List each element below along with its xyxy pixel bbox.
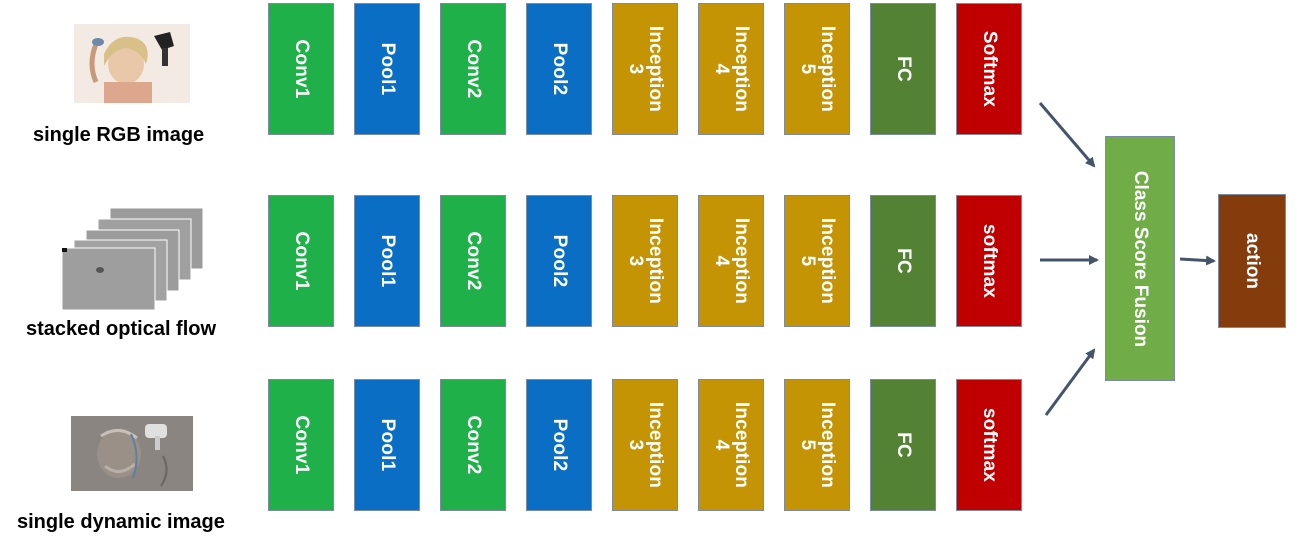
layer-pool-block: Pool1 <box>354 195 420 327</box>
layer-pool-block: Pool1 <box>354 3 420 135</box>
layer-inception-block: Inception 5 <box>784 195 850 327</box>
layer-inception-block: Inception 4 <box>698 3 764 135</box>
layer-softmax-block: Softmax <box>956 3 1022 135</box>
layer-conv-block: Conv1 <box>268 195 334 327</box>
row-caption: stacked optical flow <box>26 318 217 340</box>
layer-inception-block: Inception 3 <box>612 379 678 511</box>
layer-conv-block: Conv2 <box>440 3 506 135</box>
layer-inception-block: Inception 5 <box>784 379 850 511</box>
layer-fc-block: FC <box>870 379 936 511</box>
action-output-block: action <box>1218 194 1286 328</box>
layer-pool-block: Pool1 <box>354 379 420 511</box>
layer-fc-block: FC <box>870 195 936 327</box>
layer-fc-block: FC <box>870 3 936 135</box>
layer-pool-block: Pool2 <box>526 379 592 511</box>
class-score-fusion-block: Class Score Fusion <box>1105 136 1175 381</box>
row-caption: single dynamic image <box>17 511 225 533</box>
arrow-row3-to-fusion <box>1044 348 1096 416</box>
layer-softmax-block: softmax <box>956 195 1022 327</box>
layer-pool-block: Pool2 <box>526 3 592 135</box>
layer-inception-block: Inception 4 <box>698 195 764 327</box>
layer-inception-block: Inception 4 <box>698 379 764 511</box>
layer-conv-block: Conv2 <box>440 379 506 511</box>
optical-flow-stack-thumbnail <box>60 208 205 311</box>
layer-softmax-block: softmax <box>956 379 1022 511</box>
layer-inception-block: Inception 5 <box>784 3 850 135</box>
layer-conv-block: Conv2 <box>440 195 506 327</box>
layer-inception-block: Inception 3 <box>612 195 678 327</box>
arrow-row1-to-fusion <box>1038 102 1096 168</box>
layer-pool-block: Pool2 <box>526 195 592 327</box>
rgb-image-thumbnail <box>74 24 190 103</box>
layer-conv-block: Conv1 <box>268 3 334 135</box>
row-caption: single RGB image <box>33 124 205 146</box>
layer-inception-block: Inception 3 <box>612 3 678 135</box>
layer-conv-block: Conv1 <box>268 379 334 511</box>
dynamic-image-thumbnail <box>71 416 193 491</box>
arrow-fusion-to-action <box>1179 255 1216 266</box>
